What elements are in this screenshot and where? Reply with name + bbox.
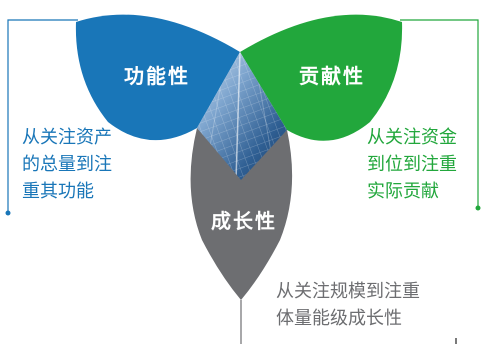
growth-description-line: 体量能级成长性: [276, 308, 402, 329]
contribution-description-line: 从关注资金: [367, 127, 457, 148]
contribution-connector-dot: [475, 205, 481, 211]
contribution-connector: [400, 19, 479, 208]
functionality-petal: [75, 14, 240, 141]
functionality-label: 功能性: [124, 64, 190, 88]
functionality-description: 从关注资产 的总量到注 重其功能: [22, 124, 112, 205]
contribution-description-line: 到位到注重: [367, 154, 457, 175]
functionality-connector-dot: [5, 210, 11, 216]
growth-description: 从关注规模到注重 体量能级成长性: [276, 278, 420, 332]
contribution-petal: [240, 14, 403, 141]
functionality-connector: [7, 19, 78, 213]
functionality-description-line: 从关注资产: [22, 127, 112, 148]
contribution-label: 贡献性: [299, 64, 365, 88]
functionality-description-line: 重其功能: [22, 181, 94, 202]
functionality-description-line: 的总量到注: [22, 154, 112, 175]
growth-label: 成长性: [211, 209, 277, 233]
growth-description-line: 从关注规模到注重: [276, 281, 420, 302]
connector-lines: [5, 19, 481, 344]
growth-petal: [190, 128, 293, 300]
contribution-description: 从关注资金 到位到注重 实际贡献: [367, 124, 457, 205]
contribution-description-line: 实际贡献: [367, 181, 439, 202]
